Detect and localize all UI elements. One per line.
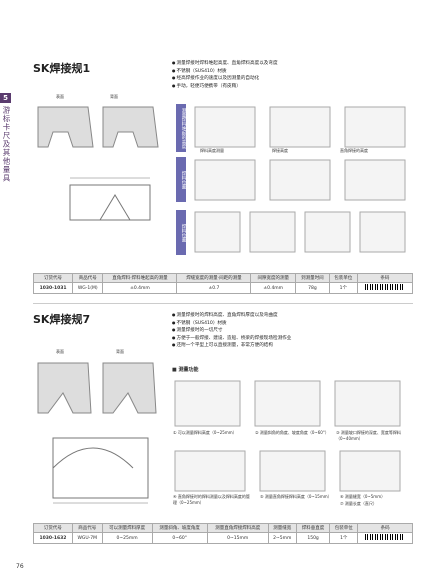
product2-bullets: 测量焊接时的焊料高度、直角焊料厚度以及弯曲度 不锈钢（SUS410）材质 测量焊… [172, 312, 292, 350]
th: 商品代号 [72, 273, 104, 283]
caption-3: ③ 测量坡口焊接的深度、宽度等焊料（0~40mm） [336, 430, 401, 441]
bullet: 不锈钢（SUS410）材质 [172, 320, 291, 328]
th: 包装单位 [329, 523, 359, 533]
bullet: 经高焊接作业的速度以及因测量的自动化 [172, 75, 278, 83]
fig-caption: 焊料高度测量 [200, 148, 224, 153]
photo-label-back: 背面 [110, 94, 118, 99]
th: 直角焊料·焊料堆起高的测量 [102, 273, 178, 283]
td: 0~15mm [206, 532, 269, 544]
chapter-label: 游标卡尺及其他量具 [2, 106, 11, 183]
td: 78g [295, 282, 330, 294]
caption-5: ⑤ 测量直角焊接焊料高度（0~15mm） [260, 494, 332, 499]
td: ±0.4mm [102, 282, 178, 294]
section-label-height: 测量焊料堆起的高度 [176, 104, 186, 152]
th: 焊缝宽度的测量·间距的测量 [176, 273, 252, 283]
td: 1030-1031 [32, 282, 74, 294]
td: 1030-1632 [33, 532, 73, 544]
caption-6: ⑥ 测量缝宽（0~5mm） [340, 494, 386, 499]
td: WG-1(M) [72, 282, 104, 294]
td: ±0.4mm [250, 282, 297, 294]
chapter-number-tab: 5 [0, 93, 11, 103]
bullet: 测量焊接时的焊料高度、直角焊料厚度以及弯曲度 [172, 312, 291, 320]
divider [33, 303, 413, 304]
caption-1: ① 可以测量焊料高度（0~25mm） [173, 430, 237, 435]
th: 测量缝宽 [267, 523, 297, 533]
th: 测量直角焊接焊料高度 [206, 523, 269, 533]
photo-label-front: 表面 [56, 94, 64, 99]
fig-caption: 焊接高度 [272, 148, 288, 153]
measure-functions-title: ■ 测量功能 [172, 367, 199, 373]
bullet: 方便于一般焊接、建设、造船、桥梁的焊接现场检测作业 [172, 335, 292, 343]
gauge1-photo [37, 106, 159, 148]
barcode [357, 532, 413, 544]
td: ±0.7 [176, 282, 252, 294]
photo-label-front: 表面 [56, 349, 64, 354]
th: 可以测量焊料厚度 [101, 523, 153, 533]
bullet: 测量焊接时的一切尺寸 [172, 327, 291, 335]
product1-spec-table: 订货代号 商品代号 直角焊料·焊料堆起高的测量 焊缝宽度的测量·间距的测量 间隙… [32, 273, 414, 294]
product2-title: SK焊接规7 [33, 313, 91, 326]
td: WGU-7M [71, 532, 103, 544]
product1-title: SK焊接规1 [33, 62, 91, 75]
th: 到测量时间 [295, 273, 330, 283]
gauge1-drawing [69, 177, 151, 221]
td: 0~60° [151, 532, 208, 544]
th: 商品代号 [71, 523, 103, 533]
product2-spec-table: 订货代号 商品代号 可以测量焊料厚度 测量斜角、坡度角度 测量直角焊接焊料高度 … [33, 523, 413, 544]
th: 包装单位 [328, 273, 358, 283]
usage-illustrations-1 [194, 106, 406, 253]
caption-7: ⑦ 测量长度（直尺） [340, 501, 377, 506]
th: 订货代号 [32, 273, 74, 283]
th: 订货代号 [33, 523, 73, 533]
section-label-measure: 焊料位置 [176, 210, 186, 255]
caption-4: ④ 直角焊接时的焊料测量以及焊料高度的管理（0~25mm） [173, 494, 250, 505]
td: 0~25mm [101, 532, 153, 544]
td: 1个 [329, 532, 359, 544]
product1-bullets: 测量焊接时焊料堆起高度、直角焊料高度以及弯度 不锈钢（SUS410）材质 经高焊… [172, 60, 278, 90]
page-number: 76 [16, 563, 24, 570]
th: 焊料垂直度 [295, 523, 331, 533]
gauge2-drawing [52, 437, 149, 504]
section-label-position: 焊料位置 [176, 157, 186, 202]
bullet: 不锈钢（SUS410）材质 [172, 68, 278, 76]
barcode [356, 282, 414, 294]
bullet: 测量焊接时焊料堆起高度、直角焊料高度以及弯度 [172, 60, 278, 68]
bullet: 还附一个平型上可以直接测量，非常方便的结构 [172, 342, 291, 350]
caption-2: ② 测量斜角的角度、坡度角度（0~60°） [255, 430, 329, 435]
th: 测量斜角、坡度角度 [151, 523, 208, 533]
gauge2-photo [37, 362, 157, 414]
td: 2~5mm [267, 532, 297, 544]
usage-illustrations-2 [174, 380, 401, 492]
th: 条码 [357, 523, 413, 533]
photo-label-back: 背面 [116, 349, 124, 354]
td: 150g [295, 532, 331, 544]
td: 1个 [328, 282, 358, 294]
th: 间隙宽度的测量 [250, 273, 297, 283]
th: 条码 [356, 273, 414, 283]
fig-caption: 直角焊接的高度 [340, 148, 368, 153]
bullet: 手动，轻便巧便携带（有皮鞘） [172, 83, 278, 91]
